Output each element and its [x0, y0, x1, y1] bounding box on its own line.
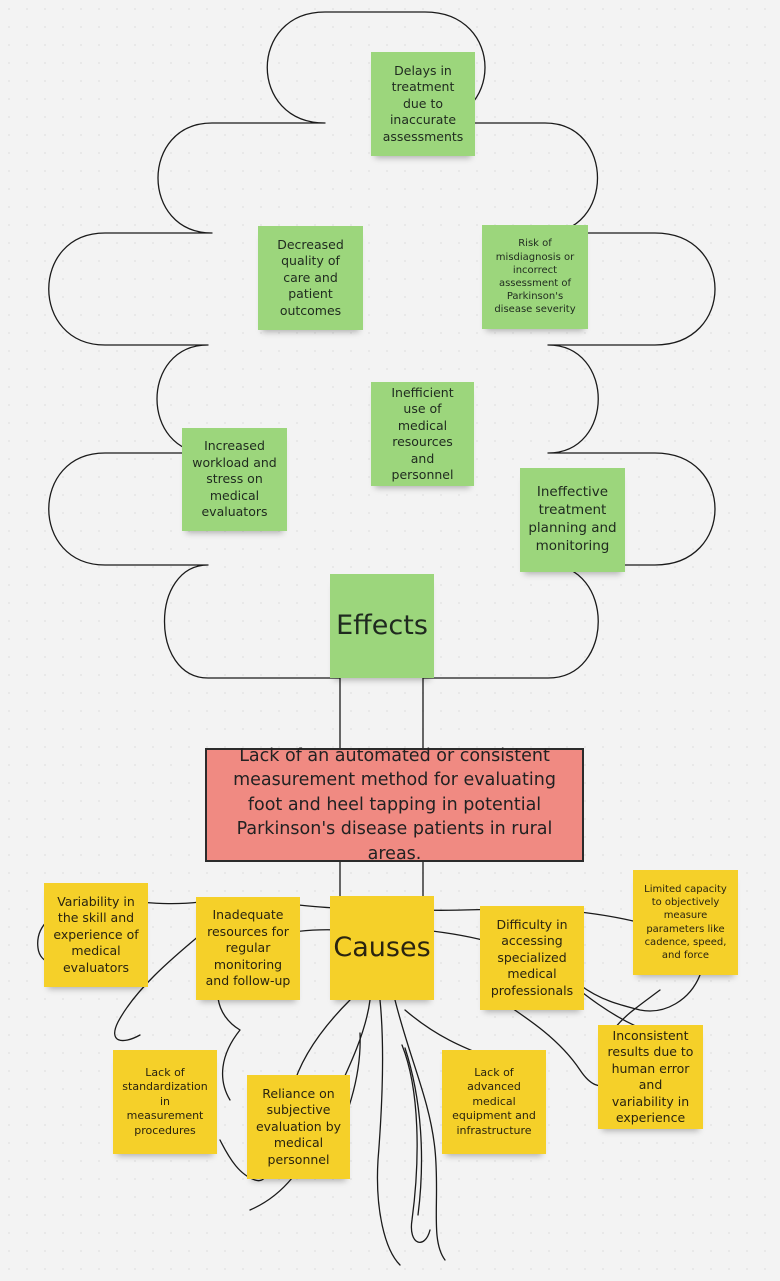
cause-note-subjective-evaluation[interactable]: Reliance on subjective evaluation by med… — [247, 1075, 350, 1179]
causes-heading-note[interactable]: Causes — [330, 896, 434, 1000]
cause-note-text: Variability in the skill and experience … — [53, 893, 139, 975]
cause-note-text: Difficulty in accessing specialized medi… — [490, 916, 574, 998]
effect-note-workload[interactable]: Increased workload and stress on medical… — [182, 428, 287, 531]
effect-note-delays[interactable]: Delays in treatment due to inaccurate as… — [371, 52, 475, 156]
cause-note-limited-capacity[interactable]: Limited capacity to objectively measure … — [633, 870, 738, 975]
effects-heading: Effects — [336, 610, 428, 642]
cause-note-text: Inconsistent results due to human error … — [607, 1027, 694, 1126]
cause-note-text: Inadequate resources for regular monitor… — [205, 907, 291, 989]
effect-note-text: Inefficient use of medical resources and… — [391, 384, 454, 483]
cause-note-text: Reliance on subjective evaluation by med… — [255, 1085, 342, 1167]
effect-note-inefficient-use[interactable]: Inefficient use of medical resources and… — [371, 382, 474, 486]
effect-note-text: Ineffective treatment planning and monit… — [528, 484, 617, 554]
core-problem-box[interactable]: Lack of an automated or consistent measu… — [205, 746, 584, 864]
cause-note-inconsistent-results[interactable]: Inconsistent results due to human error … — [598, 1025, 703, 1129]
effect-note-misdiagnosis[interactable]: Risk of misdiagnosis or incorrect assess… — [482, 225, 588, 329]
effect-note-text: Risk of misdiagnosis or incorrect assess… — [494, 238, 576, 316]
trunk-outline — [339, 677, 424, 898]
cause-note-text: Lack of advanced medical equipment and i… — [452, 1065, 536, 1137]
cause-note-inadequate-resources[interactable]: Inadequate resources for regular monitor… — [196, 897, 300, 1000]
effect-note-text: Increased workload and stress on medical… — [192, 438, 277, 520]
cause-note-equipment-lack[interactable]: Lack of advanced medical equipment and i… — [442, 1050, 546, 1154]
effects-heading-note[interactable]: Effects — [330, 574, 434, 678]
effect-note-quality-of-care[interactable]: Decreased quality of care and patient ou… — [258, 226, 363, 330]
effect-note-text: Delays in treatment due to inaccurate as… — [382, 62, 464, 144]
cause-note-text: Limited capacity to objectively measure … — [644, 883, 727, 961]
cause-note-evaluator-variability[interactable]: Variability in the skill and experience … — [44, 883, 148, 987]
core-problem-text: Lack of an automated or consistent measu… — [233, 745, 556, 864]
cause-note-access-difficulty[interactable]: Difficulty in accessing specialized medi… — [480, 906, 584, 1010]
cause-note-lack-of-standardization[interactable]: Lack of standardization in measurement p… — [113, 1050, 217, 1154]
canopy-outline — [48, 11, 716, 679]
cause-note-text: Lack of standardization in measurement p… — [122, 1065, 208, 1137]
effect-note-text: Decreased quality of care and patient ou… — [277, 236, 344, 318]
effect-note-treatment-planning[interactable]: Ineffective treatment planning and monit… — [520, 468, 625, 572]
causes-heading: Causes — [333, 932, 431, 964]
